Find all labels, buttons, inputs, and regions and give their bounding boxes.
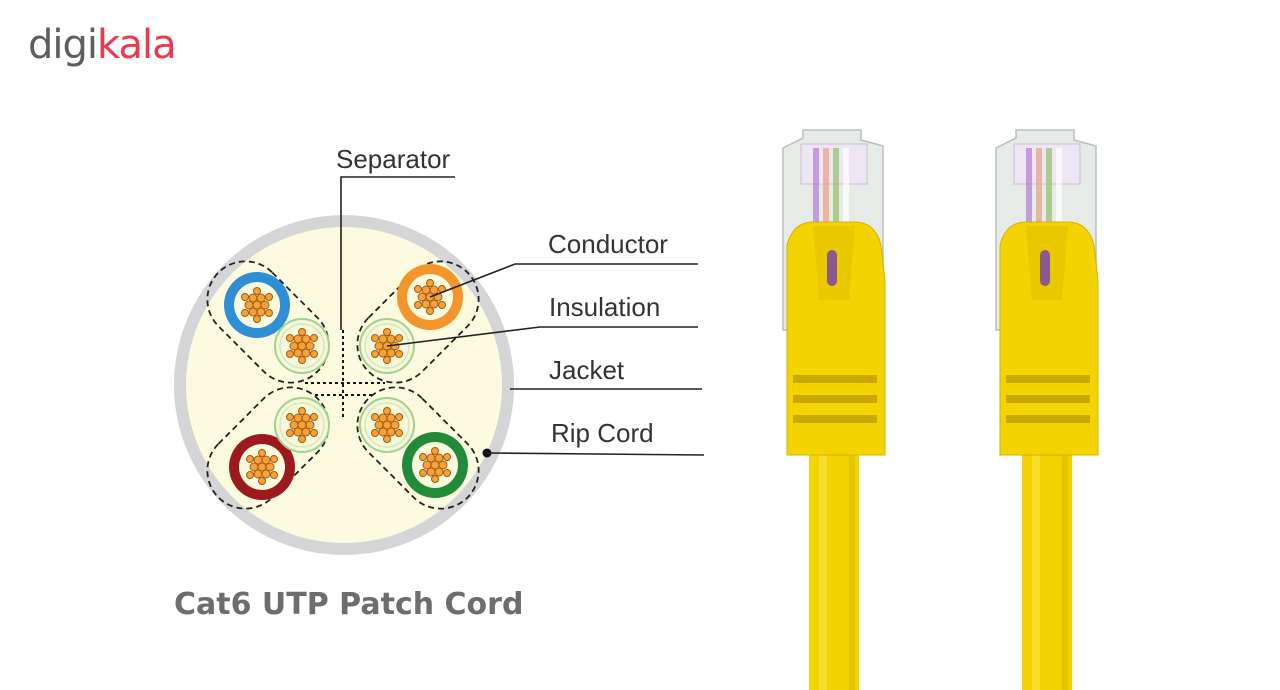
separator-cross bbox=[305, 330, 385, 420]
logo-digi: digi bbox=[28, 22, 98, 68]
label-jacket: Jacket bbox=[549, 355, 625, 385]
wire-white-1 bbox=[275, 319, 329, 373]
separator-leader bbox=[340, 176, 455, 330]
rj45-connector-left bbox=[782, 129, 886, 690]
wire-white-3 bbox=[275, 398, 329, 452]
label-separator: Separator bbox=[336, 144, 451, 174]
conductor-leader bbox=[429, 263, 698, 298]
pair-boundaries bbox=[206, 260, 480, 510]
cable-cross-section bbox=[174, 215, 514, 555]
wire-white-4 bbox=[360, 398, 414, 452]
caption: Cat6 UTP Patch Cord bbox=[174, 587, 523, 622]
insulation-leader bbox=[386, 326, 698, 347]
logo-kala: kala bbox=[97, 22, 177, 68]
label-rip-cord: Rip Cord bbox=[551, 418, 654, 448]
label-conductor: Conductor bbox=[548, 229, 668, 259]
wire-red bbox=[229, 434, 295, 500]
wire-green bbox=[402, 432, 468, 498]
digikala-logo: digikala bbox=[28, 22, 177, 68]
wire-blue bbox=[224, 272, 290, 338]
rj45-connector-right bbox=[995, 129, 1099, 690]
rip-cord-leader bbox=[486, 452, 705, 456]
leader-lines bbox=[340, 176, 705, 456]
label-insulation: Insulation bbox=[549, 292, 660, 322]
